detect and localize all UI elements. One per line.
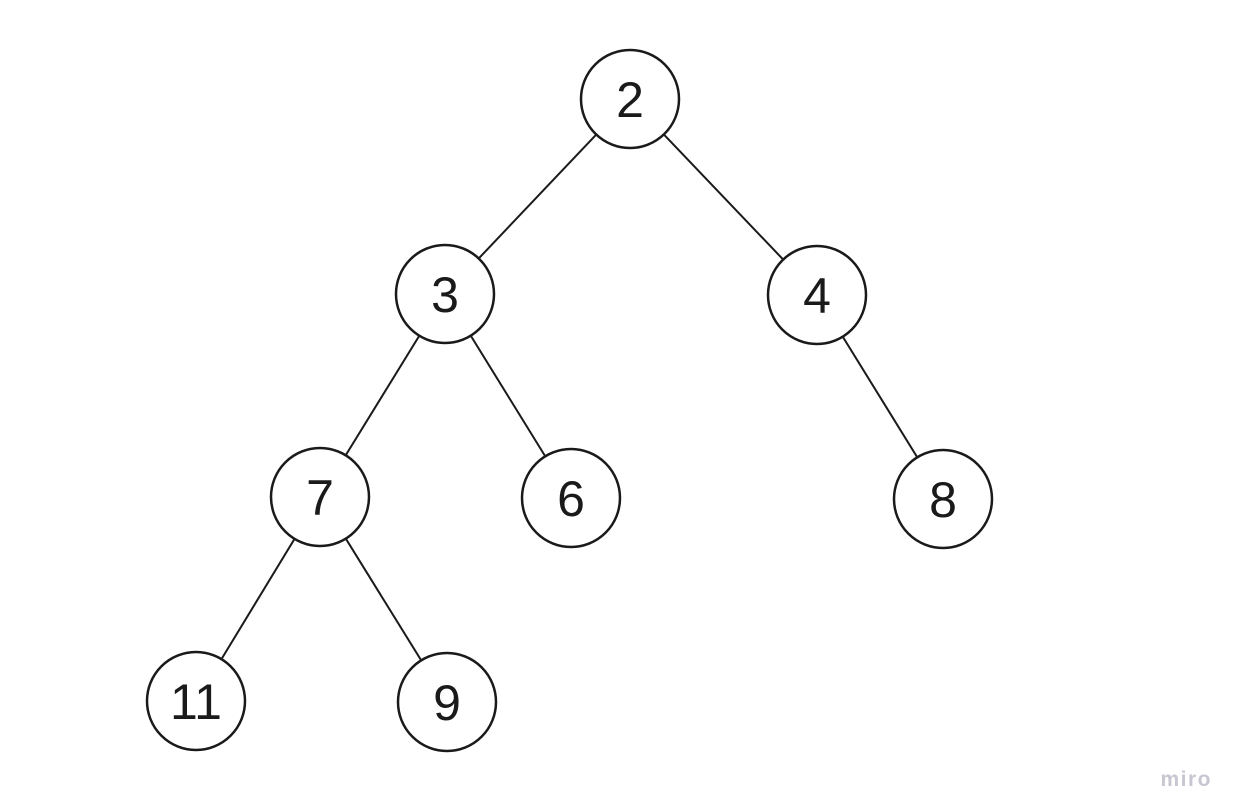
tree-node-circle[interactable] (766, 244, 868, 346)
tree-node-circle[interactable] (579, 48, 681, 150)
tree-node-circle[interactable] (145, 650, 247, 752)
tree-node-label: 2 (616, 72, 644, 128)
tree-node-11[interactable]: 11 (145, 650, 247, 752)
tree-node-circle[interactable] (520, 447, 622, 549)
tree-node-7[interactable]: 7 (269, 446, 371, 548)
tree-node-label: 3 (431, 267, 459, 323)
tree-node-label: 6 (557, 471, 585, 527)
tree-node-4[interactable]: 4 (766, 244, 868, 346)
tree-node-6[interactable]: 6 (520, 447, 622, 549)
tree-node-circle[interactable] (269, 446, 371, 548)
tree-node-8[interactable]: 8 (892, 448, 994, 550)
tree-node-label: 4 (803, 268, 831, 324)
miro-watermark-logo: miro (1160, 768, 1212, 791)
tree-node-3[interactable]: 3 (394, 243, 496, 345)
tree-node-circle[interactable] (396, 651, 498, 753)
tree-node-circle[interactable] (892, 448, 994, 550)
tree-node-label: 9 (433, 675, 461, 731)
tree-node-circle[interactable] (394, 243, 496, 345)
tree-node-label: 7 (306, 470, 334, 526)
tree-node-2[interactable]: 2 (579, 48, 681, 150)
tree-node-9[interactable]: 9 (396, 651, 498, 753)
tree-node-label: 11 (170, 674, 222, 730)
tree-node-label: 8 (929, 472, 957, 528)
